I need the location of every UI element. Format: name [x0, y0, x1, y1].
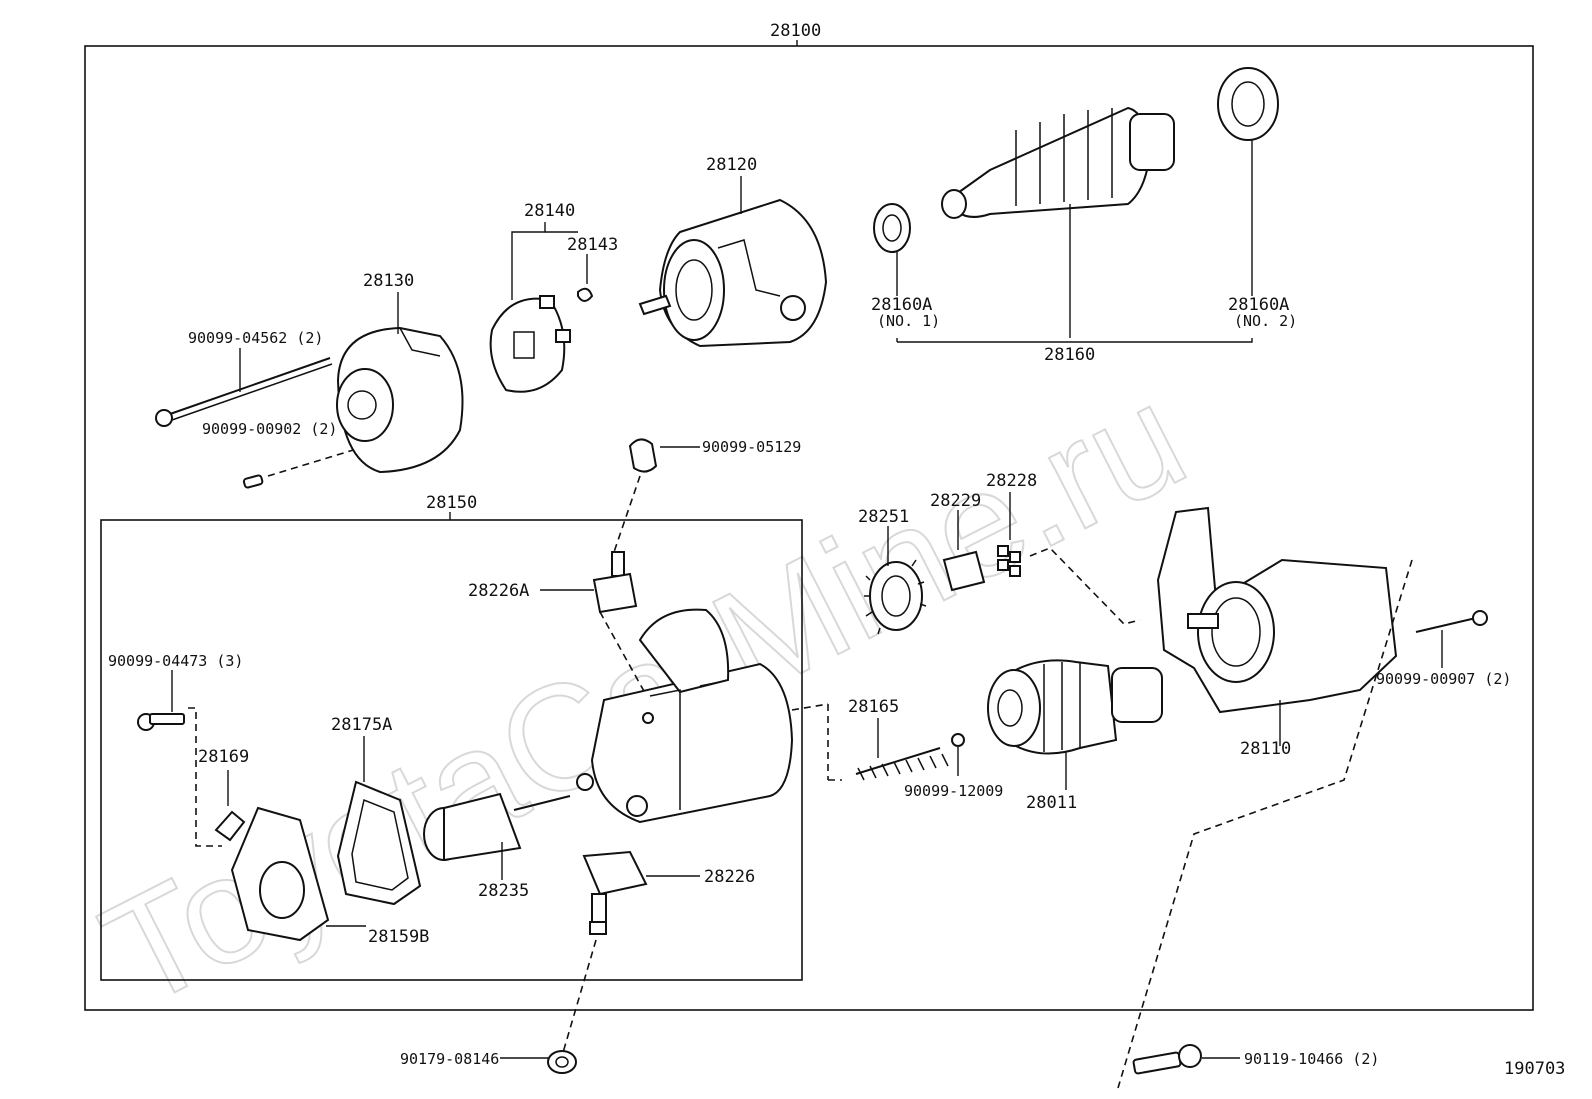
- part-label-90099-05129: 90099-05129: [702, 438, 801, 456]
- part-label-28011: 28011: [1026, 793, 1077, 813]
- roller-icon: [997, 545, 1021, 577]
- end-cover-icon: [230, 806, 330, 942]
- part-label-28140: 28140: [524, 201, 575, 221]
- part-label-28110: 28110: [1240, 739, 1291, 759]
- spring-icon: [855, 747, 949, 781]
- yoke-icon: [638, 198, 828, 348]
- brush-holder-icon: [489, 295, 571, 393]
- plunger-icon: [423, 792, 571, 862]
- bolt-icon: [1132, 1044, 1202, 1075]
- subassembly-label: 28150: [426, 493, 477, 513]
- flange-bolt-icon: [137, 713, 185, 731]
- part-label-28143: 28143: [567, 235, 618, 255]
- bolt-icon: [1415, 610, 1488, 633]
- part-label-90099-04473: 90099-04473 (3): [108, 652, 243, 670]
- part-label-28160A-no1: 28160A: [871, 295, 932, 315]
- part-label-28120: 28120: [706, 155, 757, 175]
- armature-icon: [941, 106, 1175, 219]
- part-label-28160A-no2-note: (NO. 2): [1234, 312, 1297, 330]
- part-label-28175A: 28175A: [331, 715, 392, 735]
- steel-ball-icon: [951, 733, 965, 747]
- drive-housing-icon: [1156, 506, 1398, 714]
- end-frame-icon: [336, 326, 464, 474]
- terminal-bolt-icon: [582, 850, 648, 935]
- part-label-28160A-no2: 28160A: [1228, 295, 1289, 315]
- magnetic-switch-icon: [576, 608, 794, 824]
- bearing-large-icon: [1217, 67, 1279, 141]
- part-label-28160A-no1-note: (NO. 1): [877, 312, 940, 330]
- idler-gear-icon: [864, 559, 927, 635]
- part-label-28229: 28229: [930, 491, 981, 511]
- assembly-label: 28100: [770, 21, 821, 41]
- part-label-28160: 28160: [1044, 345, 1095, 365]
- part-label-28235: 28235: [478, 881, 529, 901]
- long-bolt-icon: [155, 357, 333, 427]
- part-label-90099-12009: 90099-12009: [904, 782, 1003, 800]
- part-label-28226A: 28226A: [468, 581, 529, 601]
- nut-icon: [547, 1050, 577, 1074]
- part-label-90119-10466: 90119-10466 (2): [1244, 1050, 1379, 1068]
- subassembly-frame: [100, 519, 803, 981]
- part-label-90099-04562: 90099-04562 (2): [188, 329, 323, 347]
- part-label-28159B: 28159B: [368, 927, 429, 947]
- part-label-28130: 28130: [363, 271, 414, 291]
- screw-icon: [242, 474, 264, 489]
- assembly-frame: [84, 45, 1534, 1011]
- part-label-90179-08146: 90179-08146: [400, 1050, 499, 1068]
- gasket-icon: [336, 780, 422, 906]
- spring-icon: [577, 287, 594, 302]
- terminal-bolt-icon: [592, 551, 638, 614]
- part-label-28169: 28169: [198, 747, 249, 767]
- bearing-icon: [873, 203, 911, 253]
- diagram-id: 190703: [1504, 1059, 1565, 1079]
- part-label-28165: 28165: [848, 697, 899, 717]
- retainer-icon: [942, 550, 986, 592]
- part-label-28226: 28226: [704, 867, 755, 887]
- clip-icon: [214, 810, 246, 842]
- clutch-icon: [987, 659, 1163, 755]
- part-label-90099-00902: 90099-00902 (2): [202, 420, 337, 438]
- cap-nut-icon: [628, 438, 658, 473]
- part-label-28251: 28251: [858, 507, 909, 527]
- part-label-90099-00907: 90099-00907 (2): [1376, 670, 1511, 688]
- part-label-28228: 28228: [986, 471, 1037, 491]
